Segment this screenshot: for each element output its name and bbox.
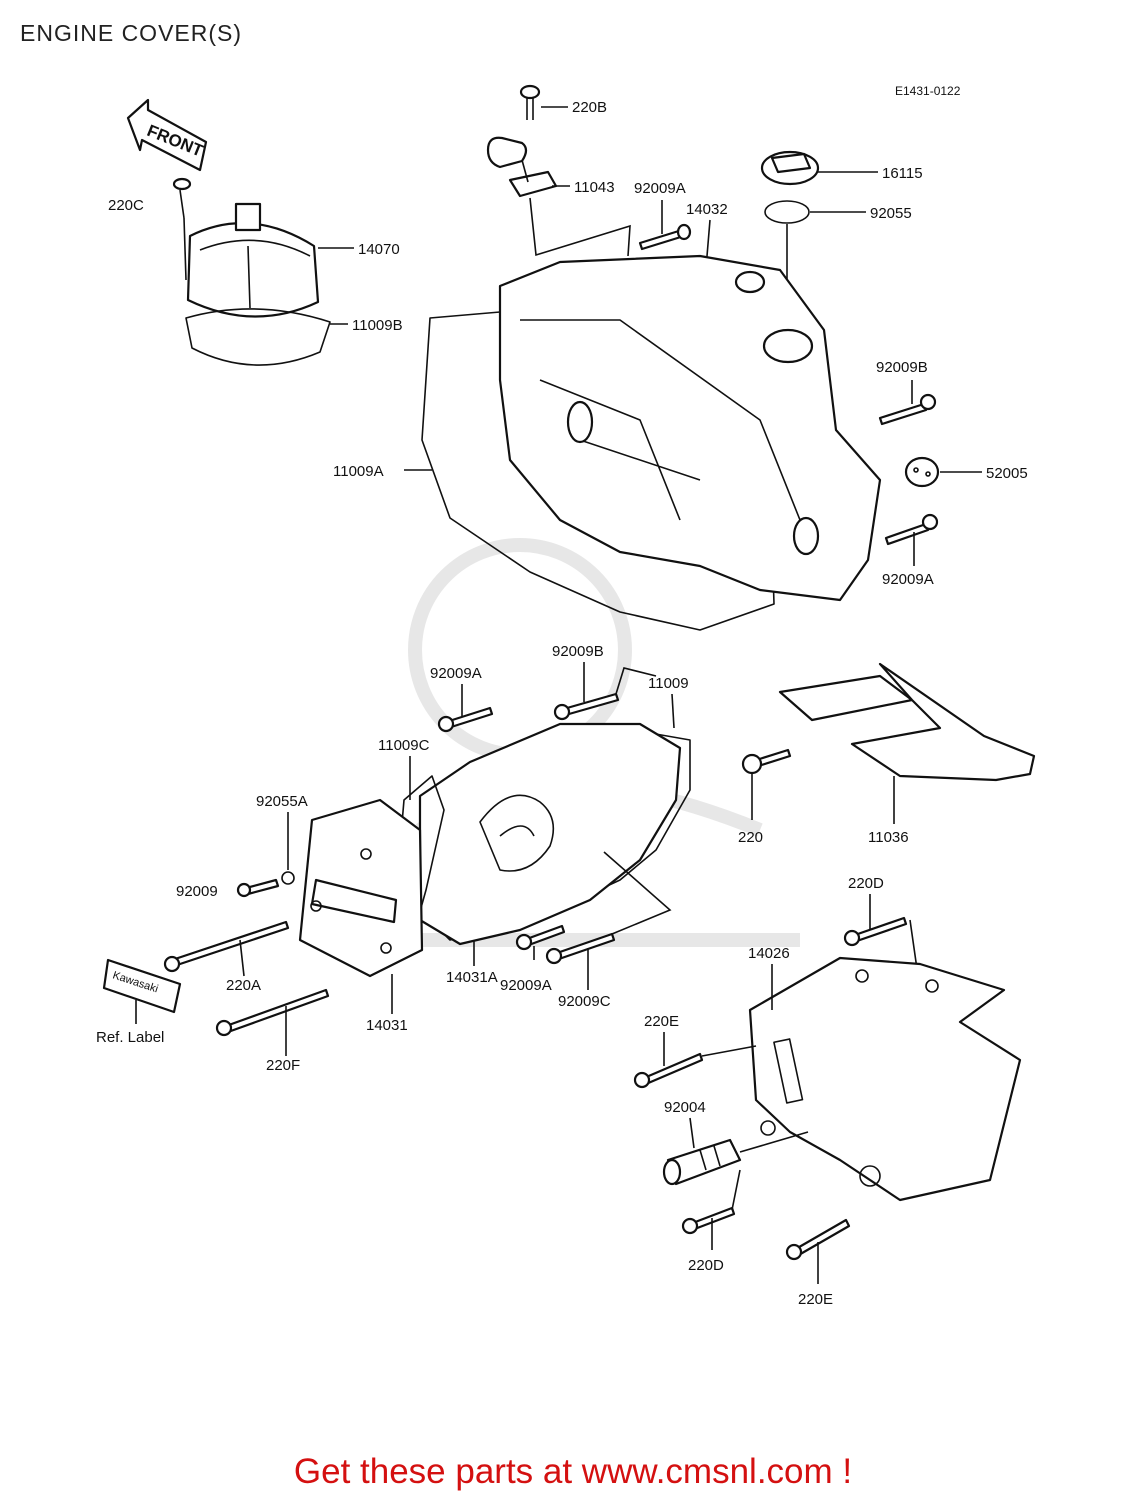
label-92009C: 92009C <box>558 993 611 1010</box>
part-220F-bolt <box>215 988 330 1037</box>
label-220E-bottom: 220E <box>798 1291 833 1308</box>
part-220A-bolt <box>163 920 290 973</box>
label-92009A-right: 92009A <box>882 571 934 588</box>
label-14032: 14032 <box>686 201 728 218</box>
part-220-bolt <box>741 748 792 775</box>
front-arrow-icon: FRONT <box>126 98 208 172</box>
label-11009A: 11009A <box>333 463 384 480</box>
label-92009: 92009 <box>176 883 218 900</box>
diagram-code: E1431-0122 <box>895 84 961 98</box>
label-52005: 52005 <box>986 465 1028 482</box>
label-14031A: 14031A <box>446 969 498 986</box>
label-220D-bottom: 220D <box>688 1257 724 1274</box>
label-220: 220 <box>738 829 763 846</box>
part-92004-switch <box>662 1120 776 1186</box>
part-14031-cover <box>298 798 424 978</box>
label-220B: 220B <box>572 99 607 116</box>
label-11036: 11036 <box>868 829 909 846</box>
part-14032-clutch-cover <box>498 254 882 602</box>
part-11036-plate <box>778 662 1036 782</box>
kawasaki-ref-label: Kawasaki <box>102 958 182 1014</box>
part-220C-screw <box>172 177 192 219</box>
label-220D-top: 220D <box>848 875 884 892</box>
label-14070: 14070 <box>358 241 400 258</box>
part-92009-bolt <box>236 878 280 898</box>
part-16115-oil-cap <box>760 150 820 186</box>
part-92009A-right-bolt <box>884 513 939 546</box>
part-92009A-mid-bolt <box>437 706 494 733</box>
label-220F: 220F <box>266 1057 300 1074</box>
part-220D-bottom-bolt <box>681 1206 736 1235</box>
part-92009B-right-bolt <box>878 393 937 426</box>
part-52005-plug <box>904 456 940 488</box>
label-14031: 14031 <box>366 1017 408 1034</box>
page-title: ENGINE COVER(S) <box>20 20 243 46</box>
label-92009B-mid: 92009B <box>552 643 604 660</box>
label-92009A-top: 92009A <box>634 180 686 197</box>
part-14031A-cover <box>418 722 682 946</box>
label-11009B: 11009B <box>352 317 403 334</box>
ref-label-caption: Ref. Label <box>96 1029 164 1046</box>
label-220E-top: 220E <box>644 1013 679 1030</box>
label-92009B-right: 92009B <box>876 359 928 376</box>
part-92055A-washer <box>281 871 295 885</box>
label-92055A: 92055A <box>256 793 308 810</box>
label-92055: 92055 <box>870 205 912 222</box>
part-92009B-mid-bolt <box>553 692 620 721</box>
part-92009C-bolt <box>545 932 616 965</box>
label-14026: 14026 <box>748 945 790 962</box>
part-14026-sprocket-cover <box>748 956 1022 1202</box>
part-14070-cover <box>186 202 320 318</box>
label-92009A-bottom: 92009A <box>500 977 552 994</box>
part-11009B-gasket <box>185 308 331 366</box>
label-92004: 92004 <box>664 1099 706 1116</box>
part-220E-bottom-bolt <box>785 1218 851 1261</box>
part-92009A-top-bolt <box>638 223 692 251</box>
part-11043-bracket <box>486 136 558 198</box>
label-16115: 16115 <box>882 165 923 182</box>
label-220C: 220C <box>108 197 144 214</box>
part-220D-top-bolt <box>843 916 908 947</box>
part-220E-top-bolt <box>633 1052 704 1089</box>
label-220A: 220A <box>226 977 261 994</box>
label-11009: 11009 <box>648 675 689 692</box>
part-92009A-bottom-bolt <box>515 924 566 951</box>
part-220B-screw <box>519 84 541 120</box>
cmsnl-promo-link[interactable]: Get these parts at www.cmsnl.com ! <box>293 1452 853 1491</box>
label-11009C: 11009C <box>378 737 430 754</box>
label-11043: 11043 <box>574 179 615 196</box>
label-92009A-mid: 92009A <box>430 665 482 682</box>
part-92055-o-ring <box>764 200 810 224</box>
